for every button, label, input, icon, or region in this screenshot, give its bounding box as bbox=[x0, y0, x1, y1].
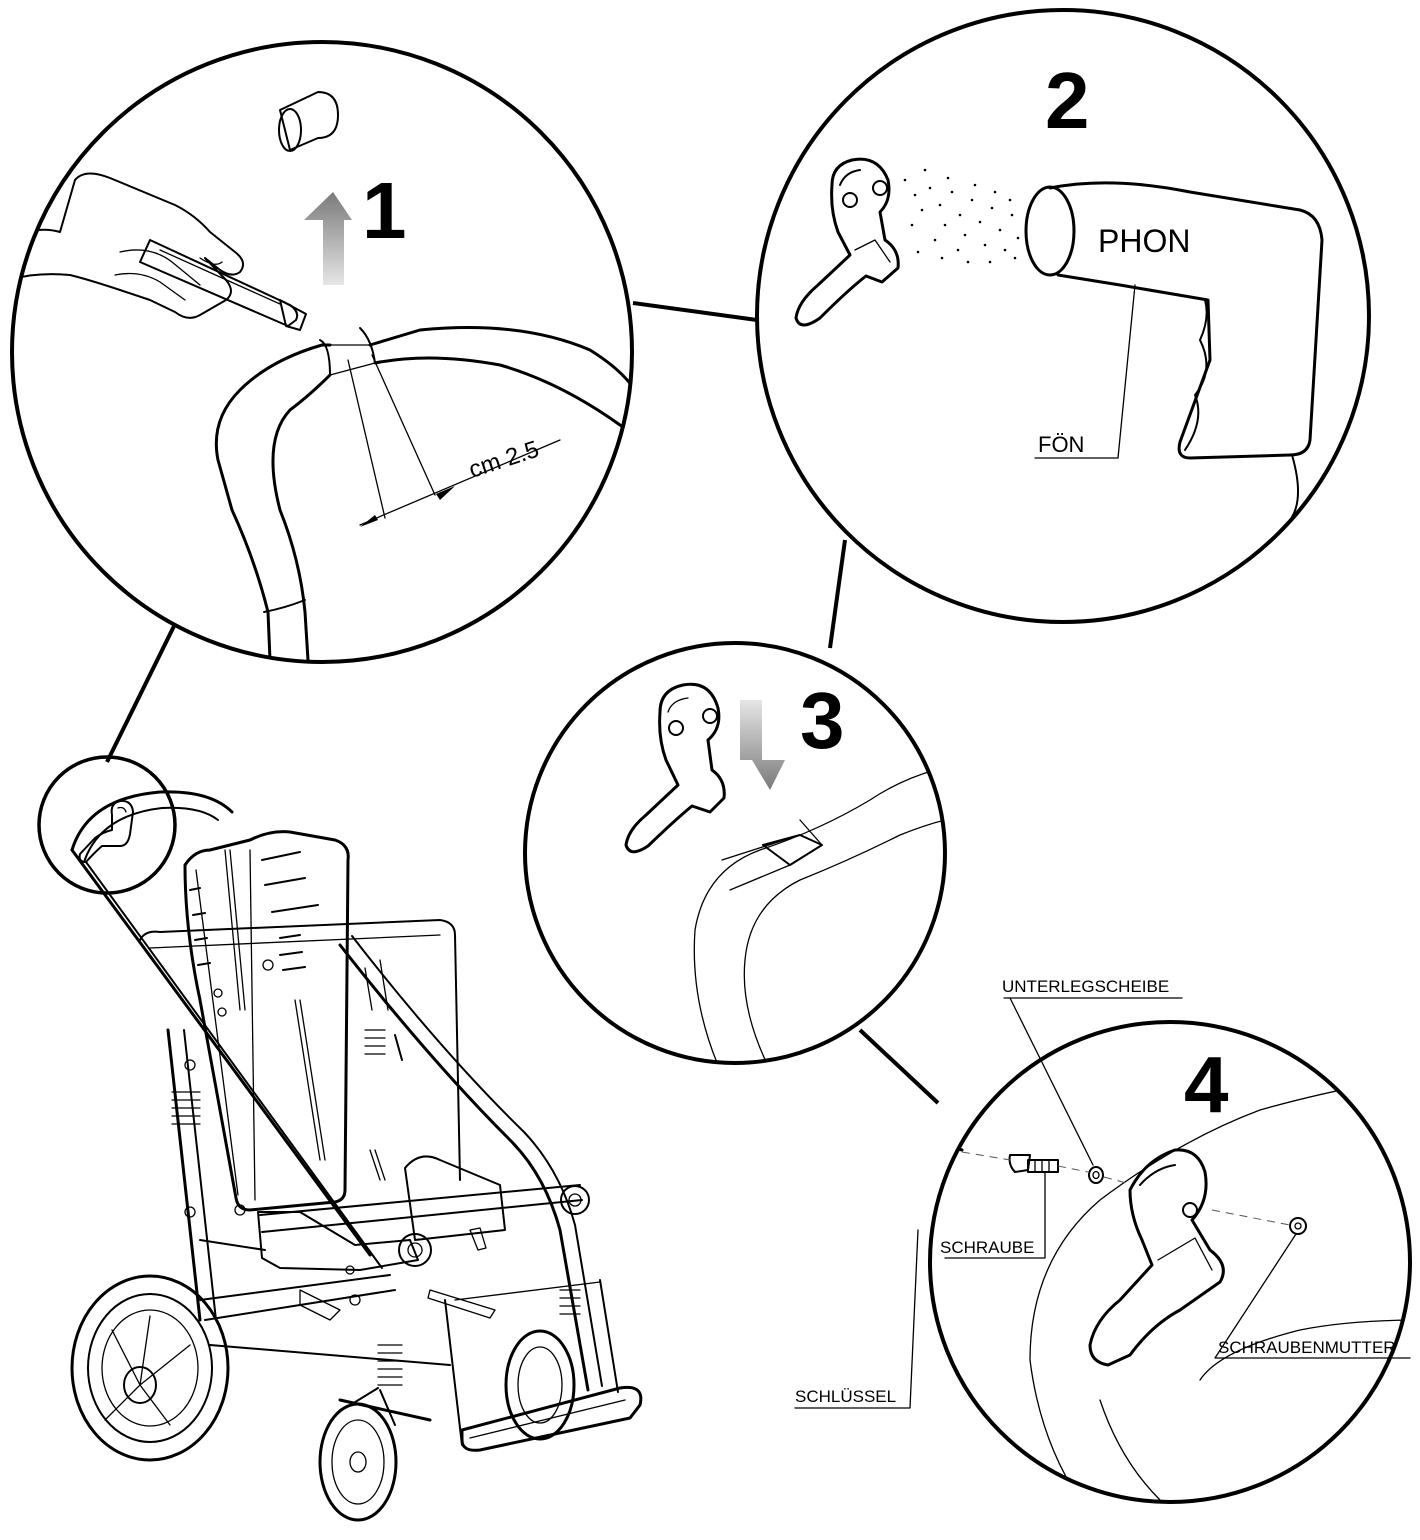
washer-label: UNTERLEGSCHEIBE bbox=[1002, 977, 1169, 996]
step-4-circle: 4 UNTERLEGSCHEIBE SCHRAUBE SCHRAUBENMUTT… bbox=[794, 977, 1412, 1504]
stroller-frame bbox=[70, 790, 603, 1392]
front-wheels bbox=[318, 1329, 576, 1522]
step-1-number: 1 bbox=[362, 166, 407, 255]
brake-detail-callout bbox=[37, 755, 177, 895]
rear-wheel bbox=[70, 1274, 230, 1462]
step-3-circle: 3 bbox=[523, 641, 947, 1065]
screw-label: SCHRAUBE bbox=[940, 1238, 1034, 1257]
handle-tube bbox=[1029, 1074, 1410, 1501]
foam-sleeve-icon bbox=[278, 91, 339, 152]
stroller-illustration bbox=[37, 755, 643, 1522]
brake-lever-icon bbox=[624, 682, 726, 854]
arrow-down-icon bbox=[740, 700, 785, 790]
step-2-circle: 2 PHON FÖN bbox=[755, 8, 1371, 624]
callout-leaders bbox=[794, 997, 1411, 1409]
seat-pan bbox=[257, 959, 506, 1321]
nut-label: SCHRAUBENMUTTER bbox=[1218, 1338, 1396, 1357]
step-3-number: 3 bbox=[800, 676, 845, 765]
hand-with-cutter bbox=[12, 172, 307, 331]
seat-back bbox=[183, 830, 386, 1212]
arrow-up-icon bbox=[304, 192, 352, 285]
brake-lever-icon bbox=[1088, 1148, 1225, 1367]
screw-icon bbox=[1008, 1154, 1059, 1173]
step-1-circle: 1 cm 2.5 bbox=[10, 40, 634, 664]
washer-icon bbox=[1088, 1166, 1104, 1184]
connector-lines bbox=[105, 301, 940, 1105]
handle-tube bbox=[214, 326, 632, 662]
dryer-caption-label: FÖN bbox=[1038, 432, 1084, 457]
key-label: SCHLÜSSEL bbox=[795, 1387, 896, 1406]
brake-lever-icon bbox=[794, 157, 900, 327]
footrest bbox=[444, 1279, 643, 1452]
heat-spray bbox=[903, 168, 1020, 264]
hair-dryer-icon bbox=[1024, 181, 1324, 521]
handle-tube-with-sleeve bbox=[693, 769, 945, 1063]
step-4-number: 4 bbox=[1184, 1040, 1229, 1129]
dryer-brand-label: PHON bbox=[1098, 223, 1190, 259]
step-2-number: 2 bbox=[1045, 56, 1090, 145]
nut-icon bbox=[1289, 1217, 1307, 1235]
